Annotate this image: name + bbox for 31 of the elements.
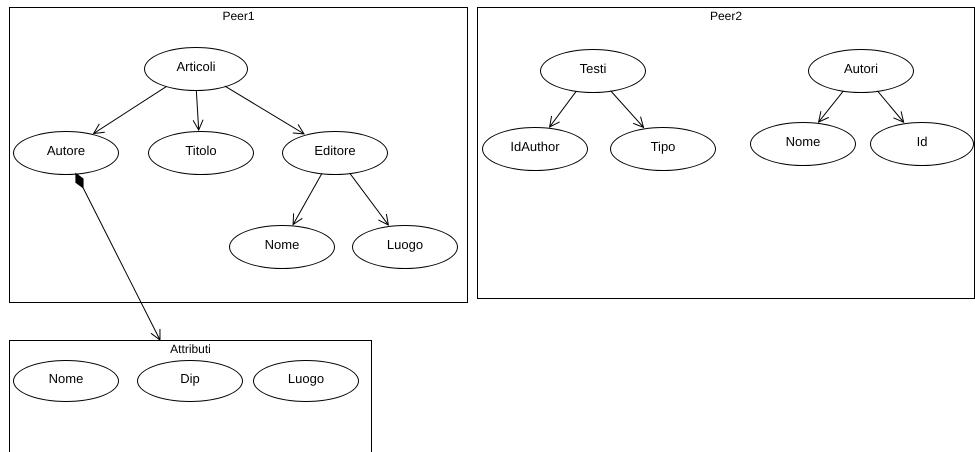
connector-arrow [349,172,389,226]
group-title: Peer1 [221,9,256,23]
entity-ellipse: Id [870,122,974,166]
entity-ellipse: Tipo [610,127,716,171]
entity-ellipse: Nome [13,360,119,402]
connector-arrow [549,90,577,128]
connector-arrow [818,90,844,123]
entity-ellipse: Editore [282,131,388,175]
group-title: Attributi [169,342,212,356]
entity-ellipse: IdAuthor [482,127,588,171]
entity-ellipse: Testi [540,49,646,93]
entity-ellipse: Nome [750,122,856,166]
group-frame [9,340,372,452]
group-title: Peer2 [708,9,744,23]
connector-arrow [876,90,904,123]
connector-arrow [610,90,644,128]
connector-arrow [75,173,160,340]
group-frame [9,7,468,303]
entity-ellipse: Autori [808,49,914,93]
entity-ellipse: Dip [137,360,243,402]
connector-arrow [224,86,304,134]
entity-ellipse: Autore [13,131,119,175]
connector-arrow [292,172,322,226]
entity-ellipse: Luogo [253,360,359,402]
group-frame [477,7,975,299]
entity-ellipse: Nome [229,225,335,269]
entity-ellipse: Luogo [352,225,458,269]
entity-ellipse: Articoli [144,47,248,91]
entity-ellipse: Titolo [148,131,254,175]
connector-arrow [93,86,168,134]
connector-arrow [192,90,204,130]
